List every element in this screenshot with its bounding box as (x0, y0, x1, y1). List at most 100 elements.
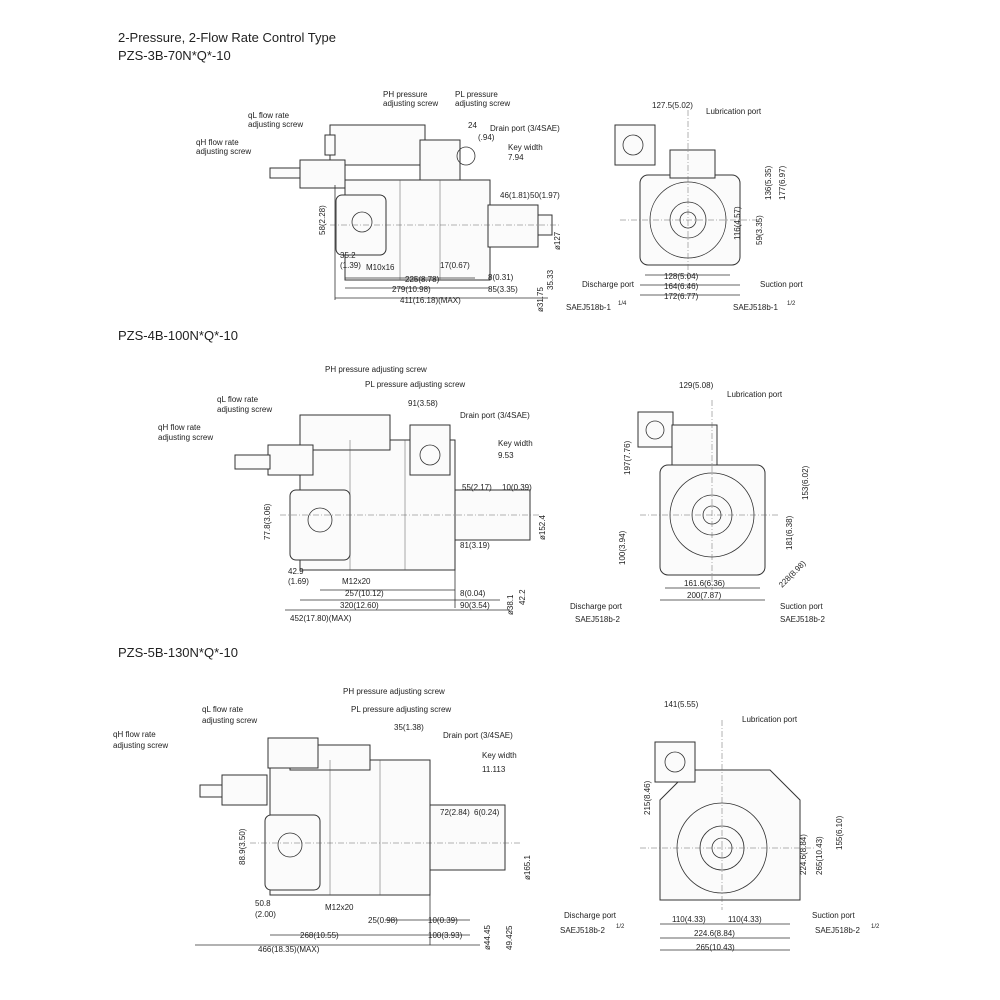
r181-label: 181(6.38) (785, 515, 794, 550)
key-width-value-3: 11.113 (482, 765, 506, 774)
qh-label-2b: qH flow rate (158, 423, 201, 432)
ql-label-2: adjusting screw (248, 120, 303, 129)
drain-port-label-3: Drain port (3/4SAE) (443, 731, 513, 740)
d72-label: 72(2.84) (440, 808, 470, 817)
qh-label-3: qH flow rate (113, 730, 156, 739)
lubrication-port-label-1: Lubrication port (706, 107, 762, 116)
ql-label: qL flow rate (248, 111, 290, 120)
drain-port-label-2: Drain port (3/4SAE) (460, 411, 530, 420)
d100-label: 100(3.93) (428, 931, 463, 940)
d42-label: 42.9 (288, 567, 304, 576)
suction-port-label-2: Suction port (780, 602, 823, 611)
r128-label: 128(5.04) (664, 272, 699, 281)
suction-spec-1: SAEJ518b-1 (733, 303, 778, 312)
d25-label: 25(0.98) (368, 916, 398, 925)
discharge-port-label-2: Discharge port (570, 602, 623, 611)
pl-label-2b: PL pressure adjusting screw (365, 380, 465, 389)
discharge-port-label-3: Discharge port (564, 911, 617, 920)
r200-label: 200(7.87) (687, 591, 722, 600)
d411-label: 411(16.18)(MAX) (400, 296, 461, 305)
d35-label: 35.2 (340, 251, 356, 260)
key-width-value: 7.94 (508, 153, 524, 162)
d50-label-3: 50.8 (255, 899, 271, 908)
thread-m12-label-3: M12x20 (325, 903, 354, 912)
r265v-label: 265(10.43) (815, 836, 824, 875)
d81-label: 81(3.19) (460, 541, 490, 550)
r136-label: 136(5.35) (764, 165, 773, 200)
d90-label: 90(3.54) (460, 601, 490, 610)
shaft-dia-label-3: ø44.45 (483, 925, 492, 950)
qh2-label-2b: adjusting screw (158, 433, 213, 442)
d466-label: 466(18.35)(MAX) (258, 945, 320, 954)
d91-label: 91(3.58) (408, 399, 438, 408)
model-label-1: PZS-3B-70N*Q*-10 (118, 48, 231, 63)
ql-label-3: qL flow rate (202, 705, 244, 714)
d35-label-3: 35(1.38) (394, 723, 424, 732)
thread-m10-label: M10x16 (366, 263, 395, 272)
r265-label: 265(10.43) (696, 943, 735, 952)
pl-label: PL pressure (455, 90, 498, 99)
side-view-pzs4b (234, 414, 540, 611)
d50b-label-3: (2.00) (255, 910, 276, 919)
d8-label: 8(0.31) (488, 273, 514, 282)
key-width-label: Key width (508, 143, 543, 152)
model-label-2: PZS-4B-100N*Q*-10 (118, 328, 238, 343)
r224-label: 224.6(8.84) (694, 929, 735, 938)
r116-label: 116(4.57) (733, 206, 742, 240)
suction-spec-2: SAEJ518b-2 (780, 615, 825, 624)
suction-port-label-1: Suction port (760, 280, 803, 289)
pilot-dia-label-2: ø152.4 (538, 515, 547, 540)
r197-label: 197(7.76) (623, 440, 632, 475)
end-view-pzs4b (637, 400, 780, 601)
model-label-3: PZS-5B-130N*Q*-10 (118, 645, 238, 660)
key-height-label: 35.33 (546, 269, 555, 290)
discharge-port-label-1: Discharge port (582, 280, 635, 289)
r161-label: 161.6(6.36) (684, 579, 725, 588)
e129-label: 129(5.08) (679, 381, 714, 390)
suction-spec-sup-1: 1/2 (787, 301, 796, 307)
d452-label: 452(17.80)(MAX) (290, 614, 352, 623)
d225-label: 225(8.78) (405, 275, 440, 284)
d10-label: 10(0.39) (502, 483, 532, 492)
ql2-label-2b: adjusting screw (217, 405, 272, 414)
r100-label: 100(3.94) (618, 530, 627, 565)
key-width-label-2: Key width (498, 439, 533, 448)
pl-label-2: adjusting screw (455, 99, 510, 108)
key-height-label-3: 49.425 (505, 925, 514, 950)
d88-label: 88.9(3.50) (238, 828, 247, 865)
key-height-label-2: 42.2 (518, 589, 527, 605)
ql-label-2b: qL flow rate (217, 395, 259, 404)
suction-port-label-3: Suction port (812, 911, 855, 920)
discharge-spec-sup-1: 1/4 (618, 301, 627, 307)
pl-label-3: PL pressure adjusting screw (351, 705, 451, 714)
d46-label: 46(1.81) (500, 191, 530, 200)
discharge-spec-sup-3: 1/2 (616, 924, 625, 930)
ph-label-2: adjusting screw (383, 99, 438, 108)
d17-label: 17(0.67) (440, 261, 470, 270)
r153-label: 153(6.02) (801, 465, 810, 500)
r177-label: 177(6.97) (778, 165, 787, 200)
shaft-dia-label-2: ø38.1 (506, 594, 515, 615)
discharge-spec-3: SAEJ518b-2 (560, 926, 605, 935)
ql2-label-3: adjusting screw (202, 716, 257, 725)
d55-label: 55(2.17) (462, 483, 492, 492)
ph-label-3: PH pressure adjusting screw (343, 687, 445, 696)
qh2-label-3: adjusting screw (113, 741, 168, 750)
d42b-label: (1.69) (288, 577, 309, 586)
d10-label-3: 10(0.39) (428, 916, 458, 925)
d320-label: 320(12.60) (340, 601, 379, 610)
d58-label: 58(2.28) (318, 205, 327, 235)
r59-label: 59(3.35) (755, 215, 764, 245)
lubrication-port-label-3: Lubrication port (742, 715, 798, 724)
discharge-spec-2: SAEJ518b-2 (575, 615, 620, 624)
page-title: 2-Pressure, 2-Flow Rate Control Type (118, 30, 336, 45)
e127-label: 127.5(5.02) (652, 101, 693, 110)
ph-label: PH pressure (383, 90, 428, 99)
d50-label: 50(1.97) (530, 191, 560, 200)
r172-label: 172(6.77) (664, 292, 699, 301)
r215-label: 215(8.46) (643, 780, 652, 815)
ph-label-2b: PH pressure adjusting screw (325, 365, 427, 374)
r110b-label: 110(4.33) (728, 915, 762, 924)
end-view-pzs3b (614, 110, 760, 296)
